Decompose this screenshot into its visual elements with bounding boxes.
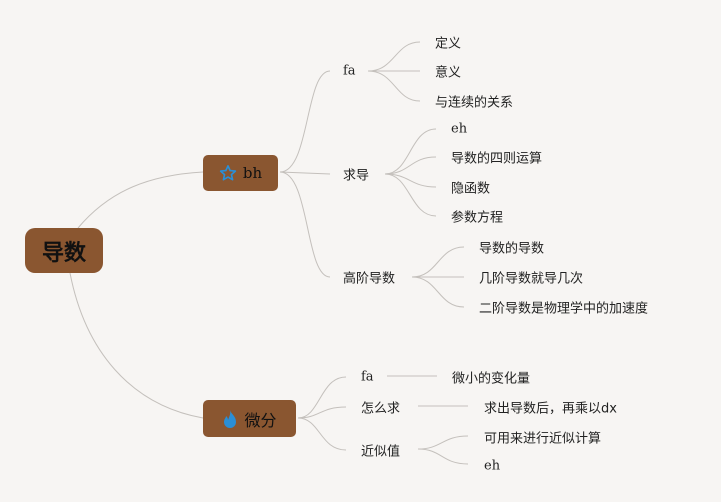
leaf-node[interactable]: eh [484, 458, 501, 474]
branch-label: bh [242, 164, 263, 182]
leaf-node[interactable]: 几阶导数就导几次 [479, 271, 584, 287]
leaf-node[interactable]: 可用来进行近似计算 [484, 431, 602, 447]
leaf-node[interactable]: 定义 [435, 36, 462, 52]
leaf-node[interactable]: 求出导数后，再乘以dx [484, 401, 617, 417]
leaf-node[interactable]: 隐函数 [451, 181, 491, 197]
leaf-node[interactable]: 意义 [435, 65, 462, 81]
root-node[interactable]: 导数 [25, 228, 103, 273]
star-icon [219, 164, 237, 182]
node-how-to[interactable]: 怎么求 [361, 401, 401, 417]
leaf-node[interactable]: 导数的导数 [479, 241, 545, 257]
node-fa[interactable]: fa [343, 63, 356, 79]
branch-node-bh[interactable]: bh [203, 155, 278, 191]
leaf-node[interactable]: 二阶导数是物理学中的加速度 [479, 301, 649, 317]
fire-icon [222, 409, 238, 429]
branch-label: 微分 [244, 410, 277, 430]
leaf-node[interactable]: 微小的变化量 [452, 371, 531, 387]
leaf-node[interactable]: eh [451, 121, 468, 137]
branch-node-differential[interactable]: 微分 [203, 400, 296, 437]
node-higher-order[interactable]: 高阶导数 [343, 271, 396, 287]
root-label: 导数 [41, 240, 86, 266]
leaf-node[interactable]: 导数的四则运算 [451, 151, 543, 167]
node-derivation[interactable]: 求导 [343, 168, 370, 184]
node-fa[interactable]: fa [361, 369, 374, 385]
leaf-node[interactable]: 与连续的关系 [435, 95, 514, 111]
node-approximation[interactable]: 近似值 [361, 444, 401, 460]
leaf-node[interactable]: 参数方程 [451, 210, 504, 226]
